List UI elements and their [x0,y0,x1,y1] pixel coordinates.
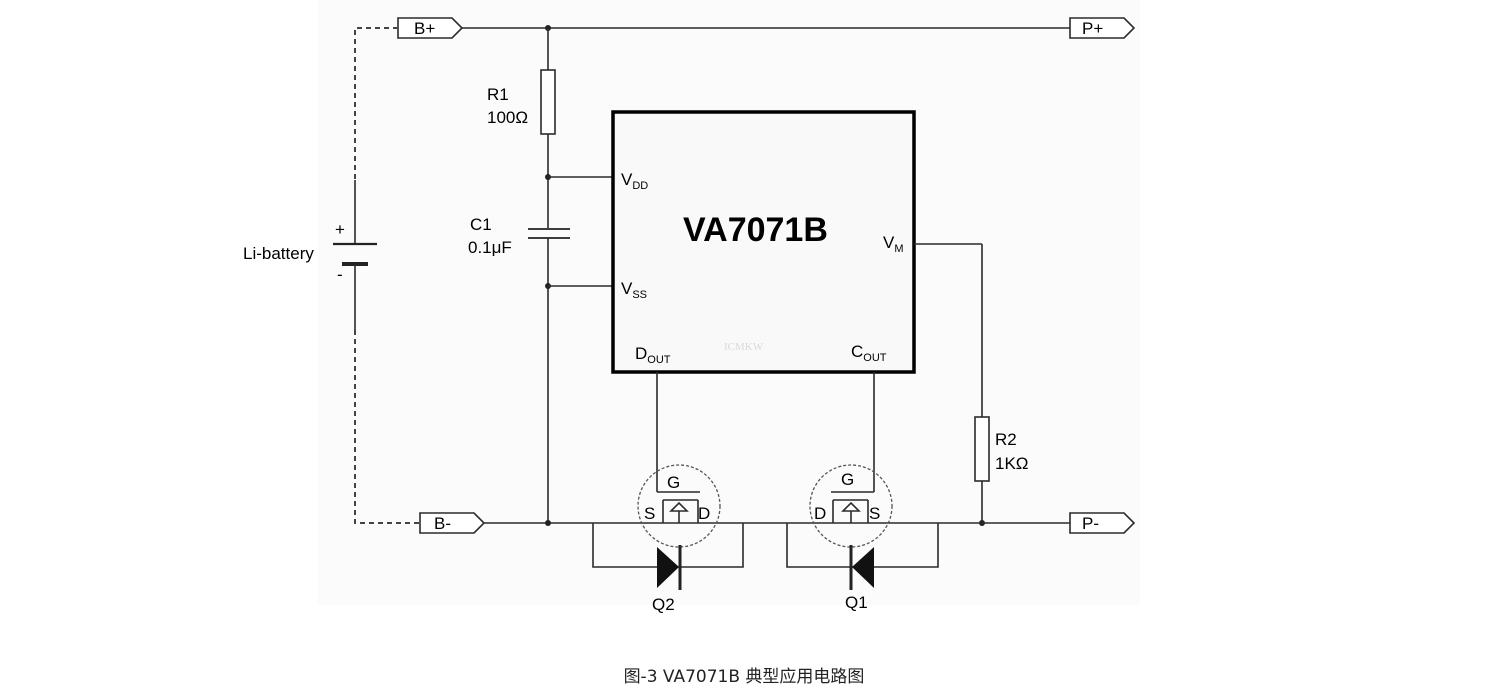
port-b-minus: B- [419,512,486,534]
resistor-r1 [540,69,556,135]
q1-left-label: D [814,504,826,523]
junction-dot [545,520,551,526]
r1-value: 100Ω [487,108,528,127]
q2-name: Q2 [652,595,675,614]
battery-plus-sign: + [335,220,345,239]
pin-cout-label: COUT [851,342,887,364]
port-p-plus-label: P+ [1082,19,1103,38]
q1-gate-label: G [841,470,854,489]
r2-value: 1KΩ [995,454,1029,473]
port-p-plus: P+ [1069,17,1136,39]
mosfet-q2: G S D Q2 [592,372,744,614]
battery: + - Li-battery [243,27,420,524]
battery-minus-sign: - [337,265,343,284]
c1-name: C1 [470,215,492,234]
q2-left-label: S [644,504,655,523]
ic-va7071b: VA7071B ICMKW VDD VSS VM DOUT COUT [611,110,916,374]
q2-right-label: D [698,504,710,523]
pin-dout-label: DOUT [635,344,671,366]
q2-gate-label: G [667,473,680,492]
figure-caption: 图-3 VA7071B 典型应用电路图 [623,667,865,687]
port-p-minus-label: P- [1082,514,1099,533]
q1-diode-icon [852,547,874,588]
port-b-minus-label: B- [434,514,451,533]
pin-vm-label: VM [883,233,904,255]
port-b-plus-label: B+ [414,19,435,38]
vm-r2-branch: R2 1KΩ [914,243,1029,526]
c1-value: 0.1μF [468,238,512,257]
watermark: ICMKW [724,341,764,353]
r1-c1-branch: R1 100Ω C1 0.1μF [468,28,613,523]
resistor-r2 [974,416,990,482]
battery-label: Li-battery [243,244,314,263]
pin-vdd-label: VDD [621,170,648,192]
bottom-rail [484,520,1070,526]
r1-name: R1 [487,85,509,104]
pin-vss-label: VSS [621,279,647,301]
mosfet-q1: G D S Q1 [786,372,939,612]
q1-right-label: S [869,504,880,523]
chip-name: VA7071B [683,211,828,249]
port-b-plus: B+ [397,17,464,39]
q2-diode-icon [657,547,679,588]
port-p-minus: P- [1069,512,1136,534]
q1-name: Q1 [845,593,868,612]
r2-name: R2 [995,430,1017,449]
